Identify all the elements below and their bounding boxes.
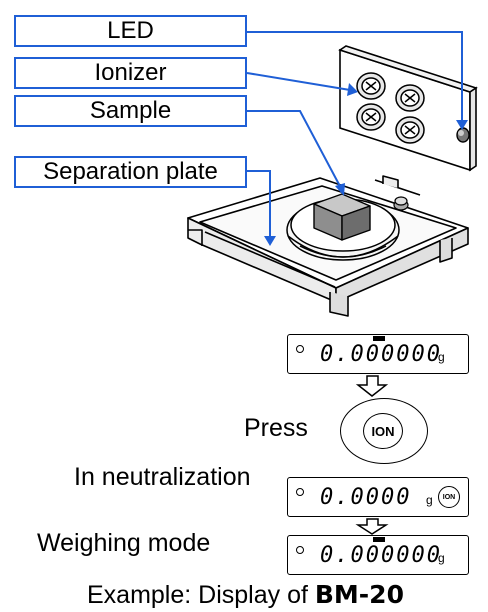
- ion-indicator-icon: ION: [438, 486, 460, 508]
- flow-arrows: [355, 375, 389, 535]
- caption-model: BM-20: [314, 580, 404, 609]
- weighing-display-unit: g: [438, 551, 445, 565]
- initial-display-unit: g: [438, 350, 445, 364]
- neutralization-display-value: 0.0000: [320, 485, 412, 510]
- sample-cube: [313, 193, 371, 241]
- weighing-display: 0.000000 g: [287, 535, 469, 575]
- ionizer-nozzles: [356, 72, 425, 144]
- stable-indicator: [296, 345, 304, 353]
- zero-indicator: [373, 336, 385, 341]
- led-callout: LED: [14, 15, 247, 47]
- neutralization-display-unit: g: [426, 493, 433, 507]
- neutralization-display: 0.0000 g ION: [287, 477, 469, 517]
- separation-plate-callout: Separation plate: [14, 156, 247, 188]
- press-label: Press: [244, 414, 308, 442]
- stable-indicator: [296, 546, 304, 554]
- stable-indicator: [296, 488, 304, 496]
- ion-key-outline: [340, 398, 428, 464]
- ion-key-label: ION: [371, 423, 395, 439]
- caption-prefix: Example: Display of: [87, 581, 315, 609]
- weighing-display-value: 0.000000: [320, 543, 442, 568]
- leader-lines: [246, 31, 463, 242]
- ion-key-button[interactable]: ION: [363, 413, 403, 449]
- sample-callout: Sample: [14, 95, 247, 127]
- led-lamp: [456, 127, 470, 143]
- example-caption: Example: Display of BM-20: [87, 580, 404, 610]
- ion-indicator-label: ION: [442, 493, 456, 501]
- initial-display: 0.000000 g: [287, 334, 469, 374]
- weighing-mode-label: Weighing mode: [37, 529, 211, 557]
- ionizer-label: Ionizer: [94, 59, 167, 86]
- separation-plate-label: Separation plate: [43, 158, 218, 185]
- led-label: LED: [107, 17, 154, 44]
- leader-arrowheads: [264, 83, 468, 246]
- zero-indicator: [373, 537, 385, 542]
- initial-display-value: 0.000000: [320, 342, 442, 367]
- in-neutralization-label: In neutralization: [74, 463, 251, 491]
- knob: [393, 196, 409, 211]
- ionizer-callout: Ionizer: [14, 57, 247, 89]
- sample-label: Sample: [89, 97, 172, 124]
